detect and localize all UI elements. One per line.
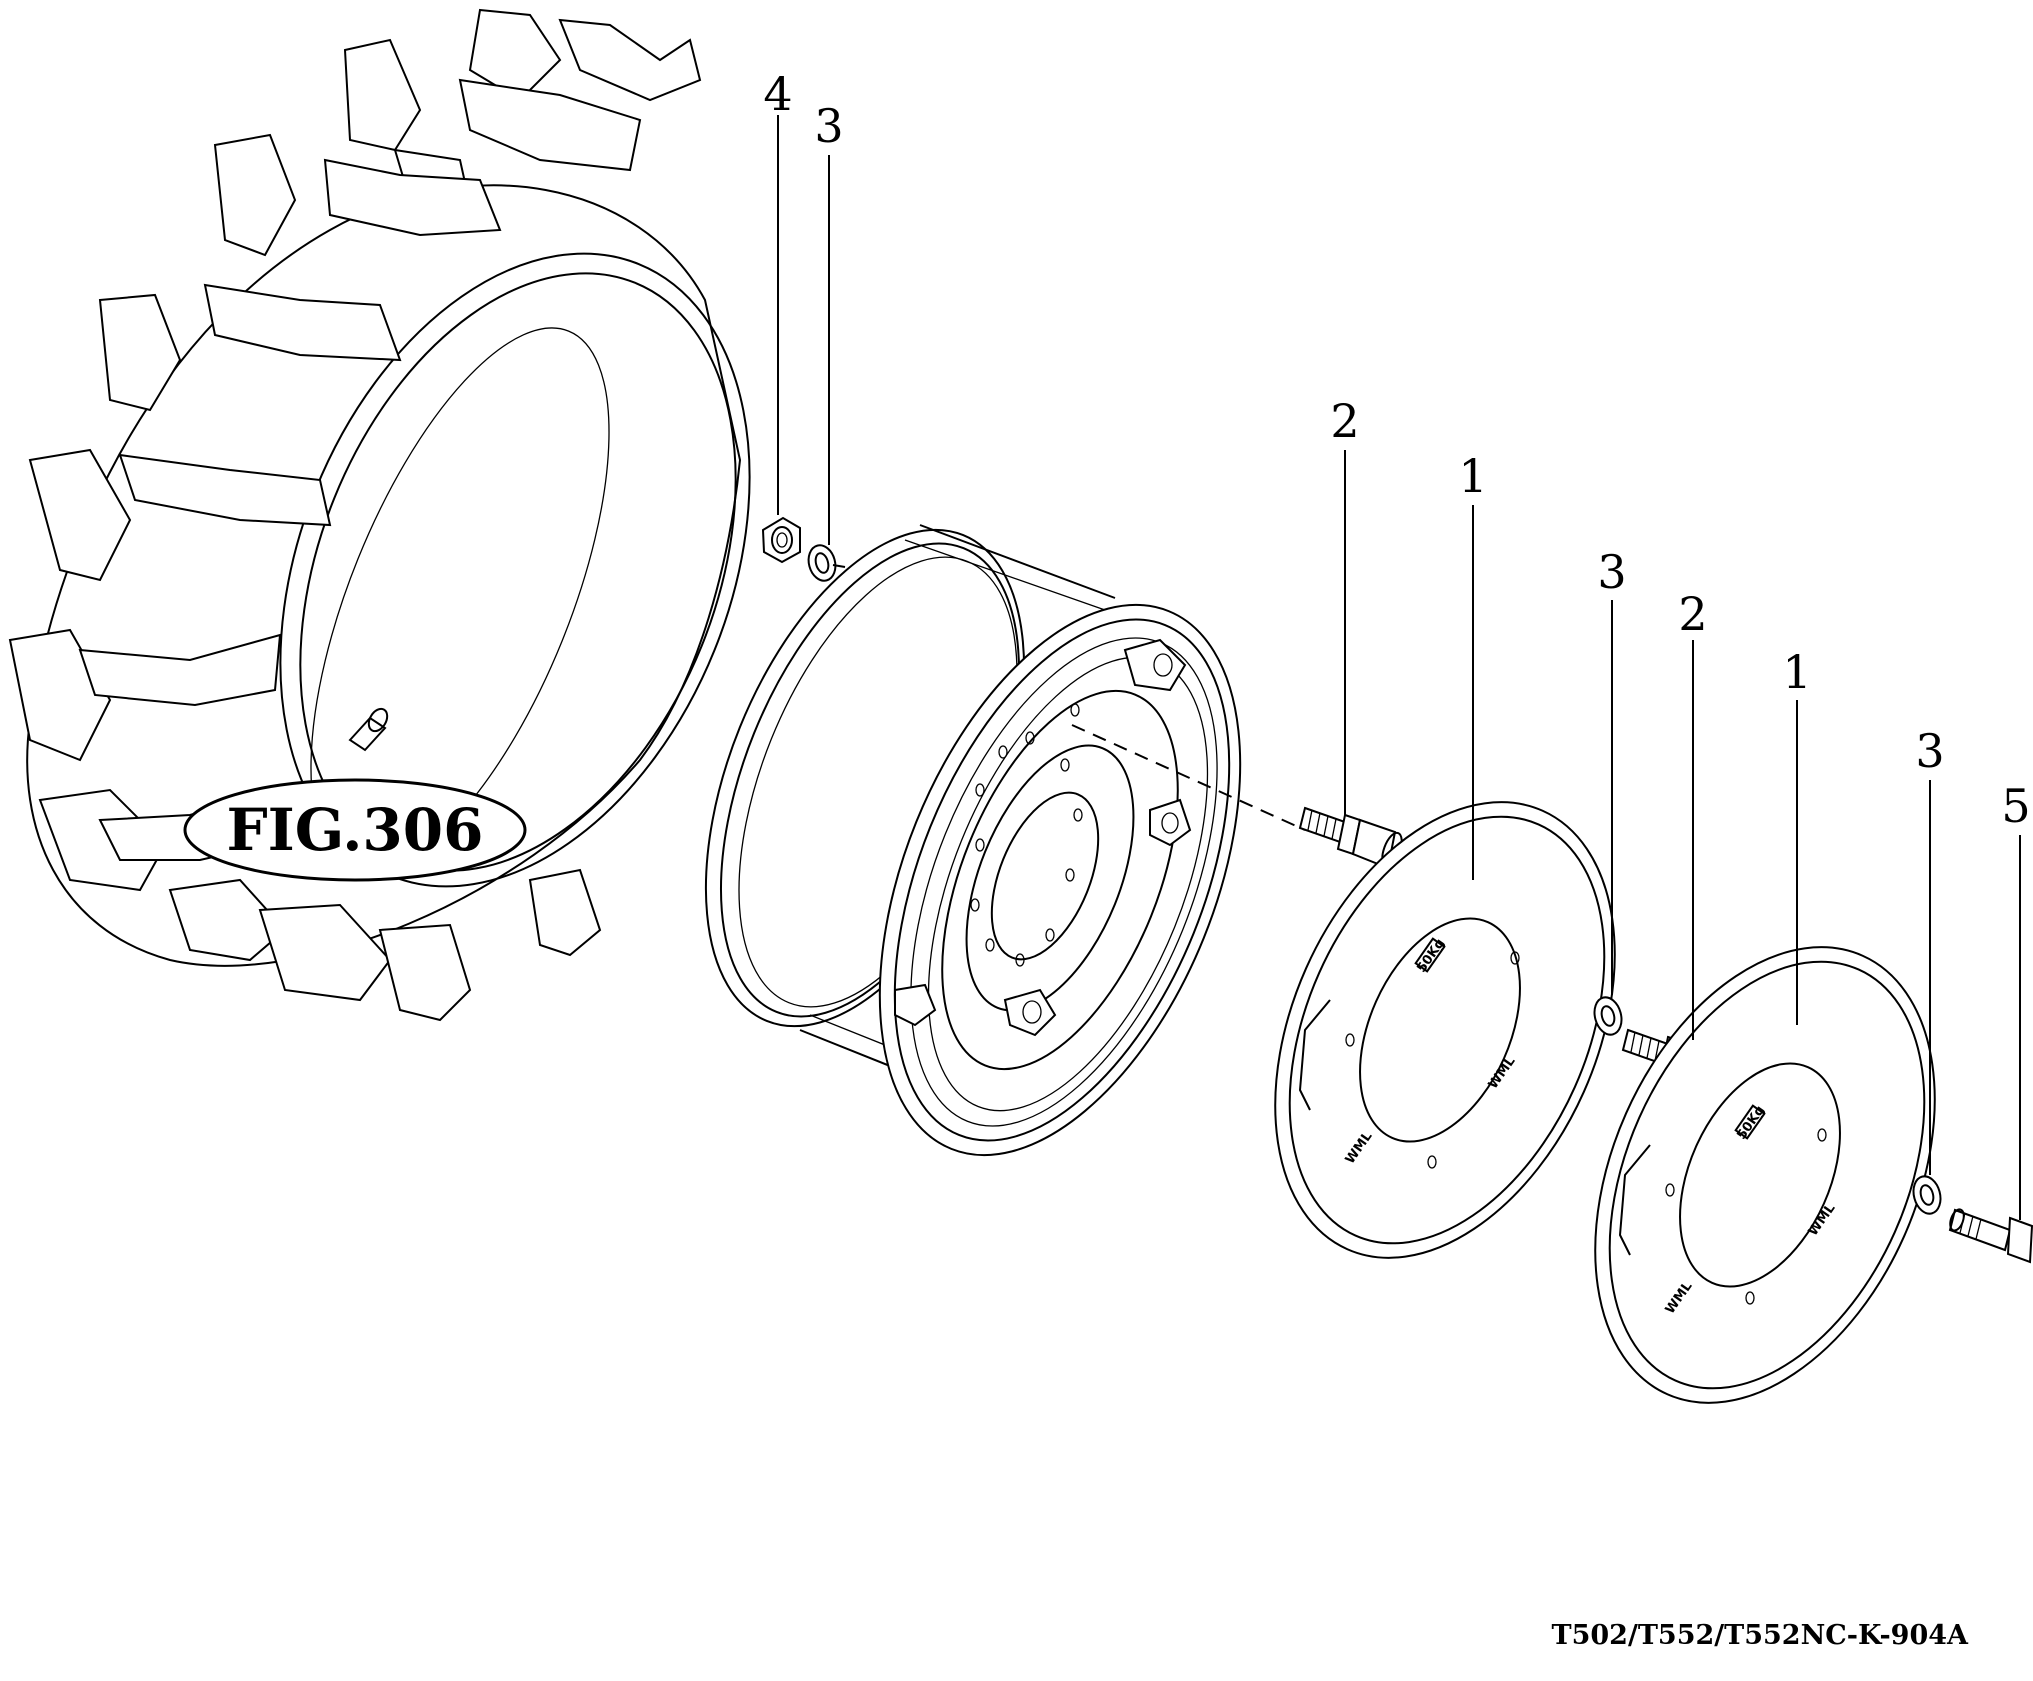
wheel-weight-part-1-left: 50Kg WML WML [1274,801,1616,1259]
hex-bolt-part-5 [1948,1208,2033,1264]
assembly-axis-line-1 [1071,724,1306,831]
wheel-rim [704,524,1242,1157]
spring-washer-part-3-top [807,544,846,582]
callout-4: 4 [763,67,792,121]
wheel-weight-part-1-right: 50Kg WML WML [1594,946,1936,1404]
callout-leaders [777,115,2021,1220]
callout-5: 5 [2001,779,2030,833]
tractor-tire [8,8,751,1022]
callout-2-left: 2 [1330,394,1359,448]
callout-3-mid: 3 [1597,545,1626,599]
callout-3-right: 3 [1915,724,1944,778]
callout-1-left: 1 [1458,449,1487,503]
drawing-code: T502/T552/T552NC-K-904A [1552,1620,1970,1651]
hex-nut-part-4 [761,516,801,564]
callout-2-right: 2 [1678,587,1707,641]
callout-1-right: 1 [1782,645,1811,699]
figure-label-badge: FIG.306 [183,778,527,882]
figure-label: FIG.306 [226,796,483,864]
spring-washer-part-3-mid [1593,996,1623,1036]
spring-washer-part-3-right [1912,1175,1942,1215]
callout-3-top: 3 [814,99,843,153]
